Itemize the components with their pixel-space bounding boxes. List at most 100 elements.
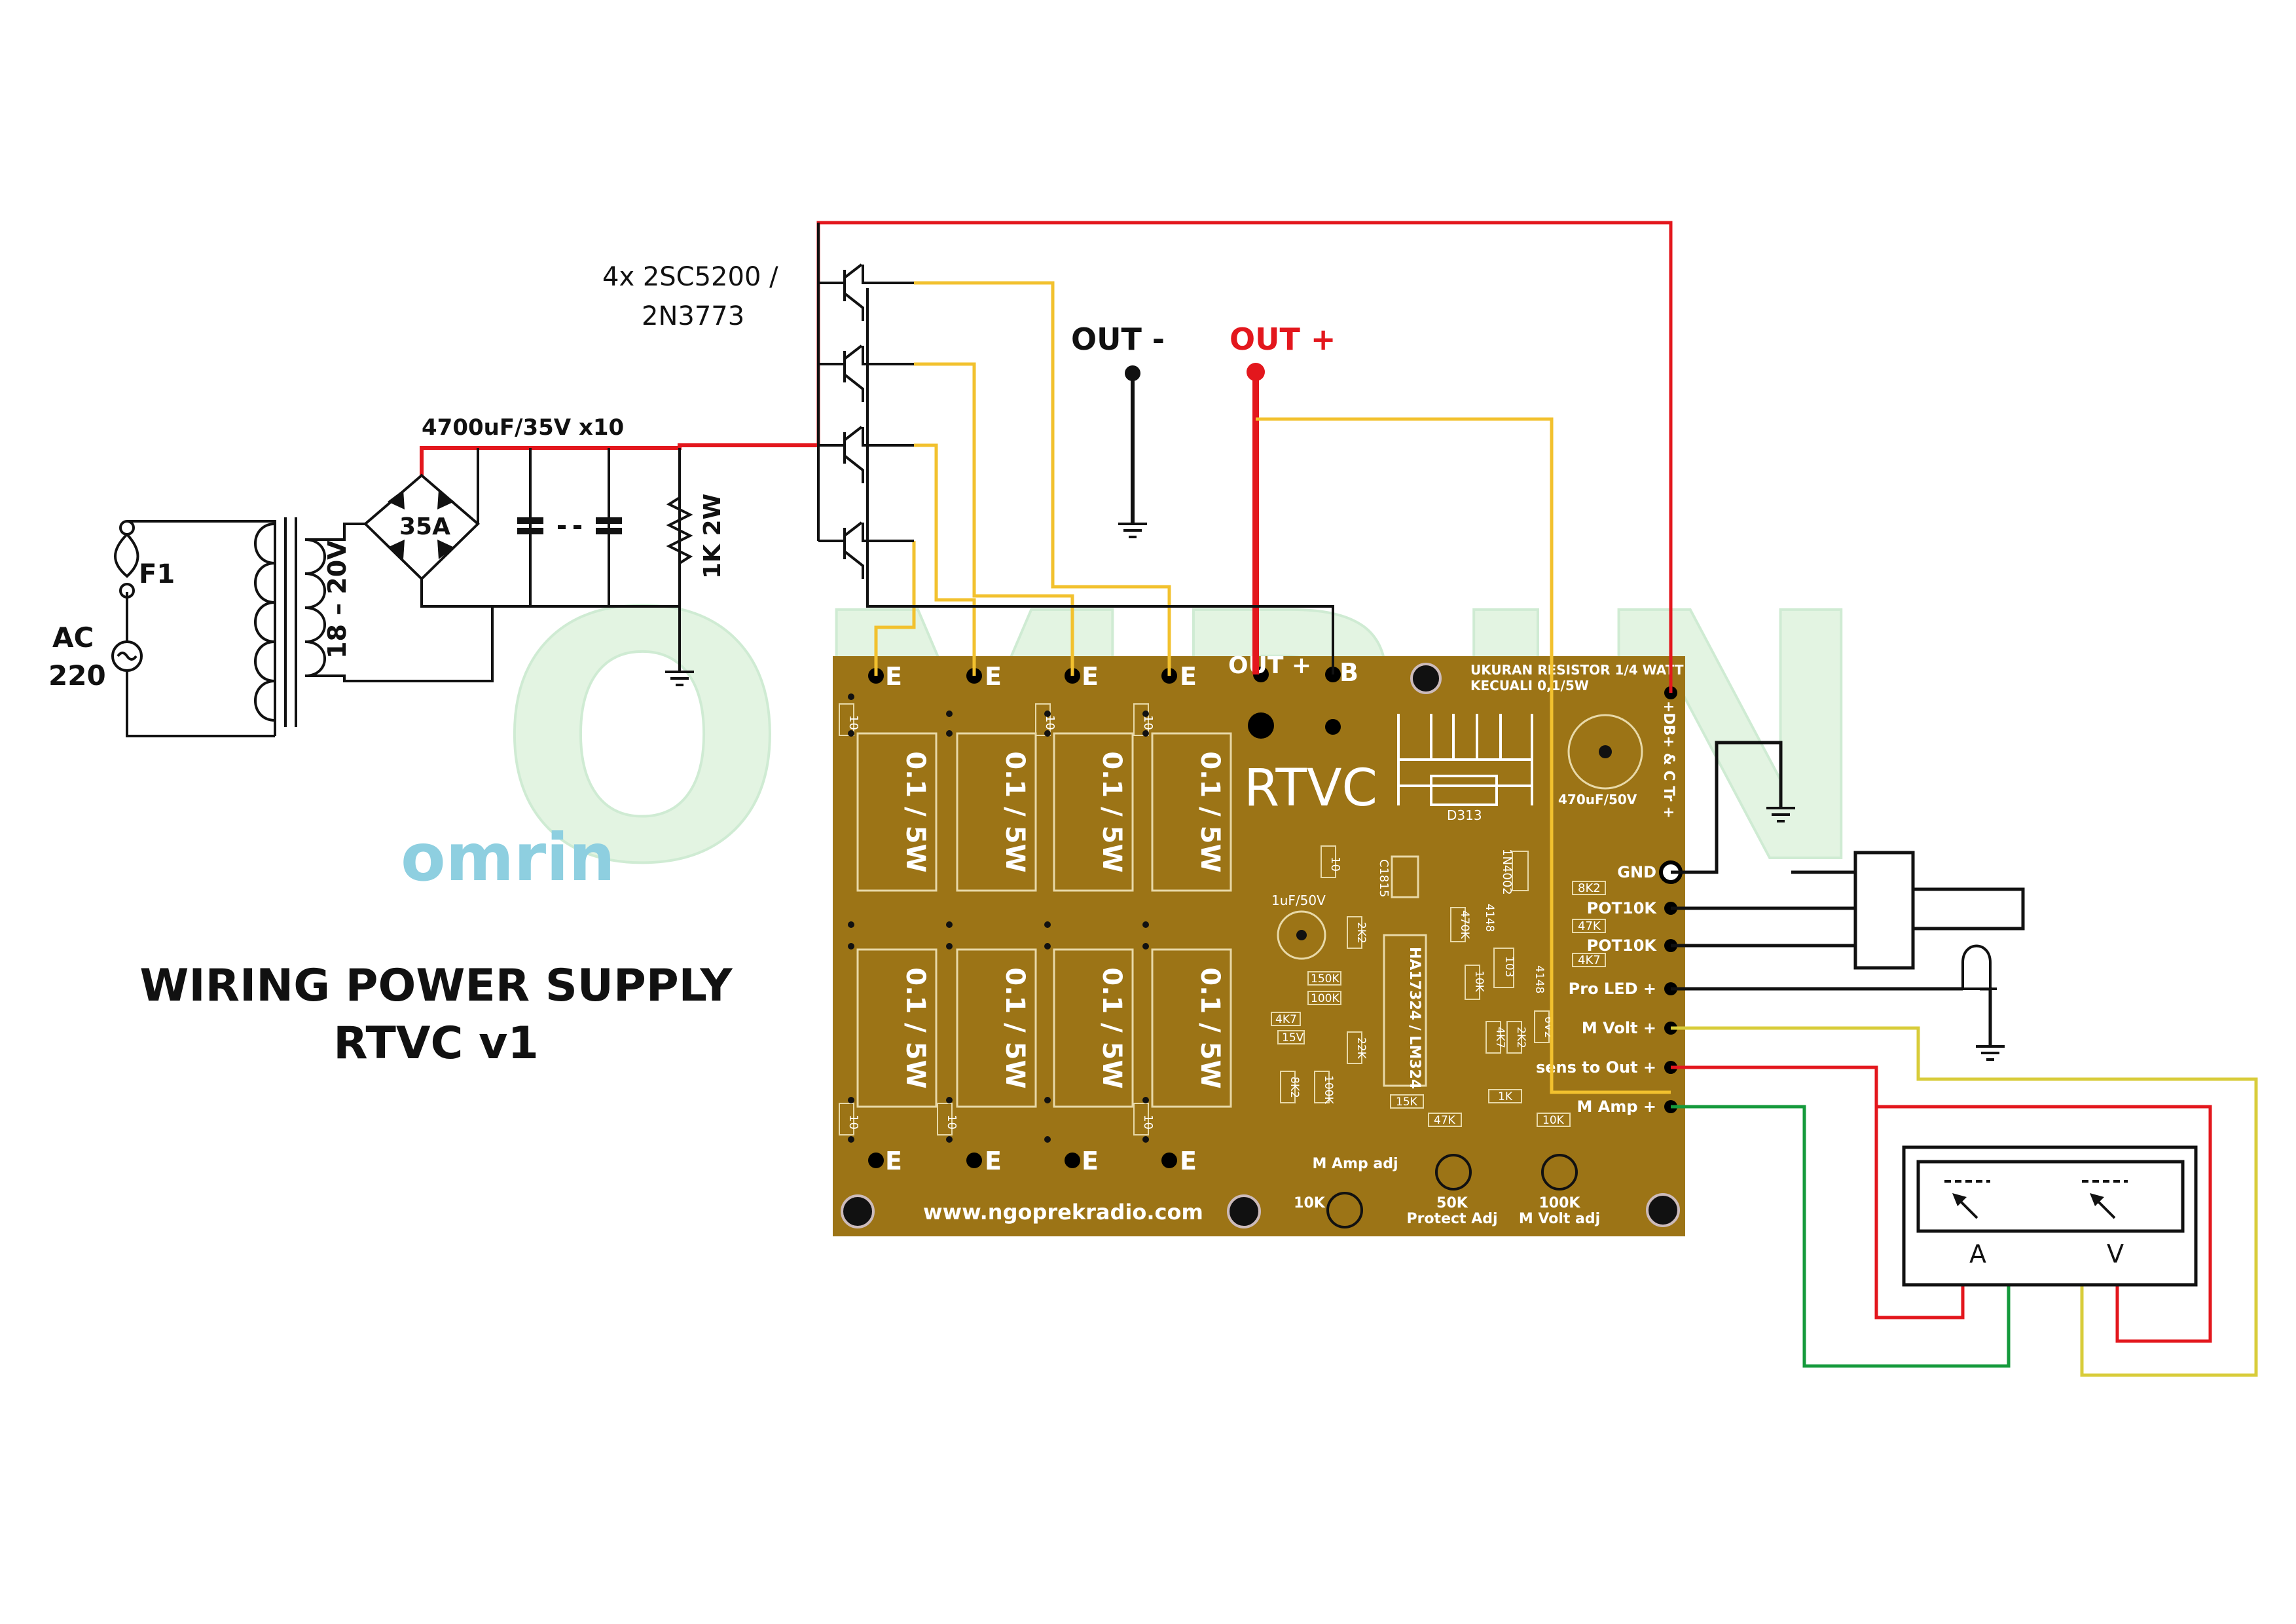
part-22k: 22K: [1355, 1037, 1368, 1060]
pin-resistors: 8K2 47K 4K7: [1572, 881, 1606, 967]
part-8k2: 8K2: [1288, 1077, 1301, 1098]
pin-label-mvolt: M Volt +: [1582, 1019, 1656, 1037]
capacitor-470uf: [1567, 714, 1643, 790]
potentiometer: [1791, 851, 2025, 970]
emitter-label: E: [985, 1147, 1002, 1175]
m-volt-val: 100K: [1539, 1195, 1581, 1211]
sens-wire: [1671, 1065, 2212, 1343]
yellow-emitter-1: [914, 281, 1171, 676]
resistor-label: 1K 2W: [699, 494, 726, 579]
pcb-pads: [848, 693, 1149, 1143]
res-10-label: 10: [1043, 715, 1057, 730]
part-470k: 470K: [1458, 910, 1471, 939]
capacitor-1uf: [1277, 910, 1326, 960]
part-47k: 47K: [1434, 1114, 1456, 1127]
transformer-primary: [254, 523, 276, 722]
transistor: [818, 263, 914, 321]
part-150k: 150K: [1311, 972, 1339, 986]
pcb-board: 0.1 / 5W 0.1 / 5W 0.1 / 5W 0.1 / 5W 0.1 …: [833, 652, 1685, 1236]
shunt-label: 0.1 / 5W: [900, 967, 930, 1088]
transistor: [818, 344, 914, 402]
emitter-label: E: [885, 1147, 902, 1175]
emitter-labels: E E E E E E E E OUT + B: [885, 652, 1358, 1175]
part-2k2: 2K2: [1355, 922, 1368, 944]
trimmers: [1326, 1154, 1578, 1228]
part-10k: 10K: [1472, 970, 1485, 993]
pcb-note-2: KECUALI 0,1/5W: [1470, 678, 1589, 693]
gnd-wire: [1671, 741, 1783, 874]
shunt-resistor: [856, 732, 938, 892]
ac-label-2: 220: [48, 659, 106, 692]
cap-label: 4700uF/35V x10: [422, 415, 624, 441]
header-pins: GND POT10K POT10K Pro LED + M Volt + sen…: [1536, 863, 1657, 1116]
res-10-label: 10: [847, 1115, 860, 1130]
shunt-labels: 0.1 / 5W 0.1 / 5W 0.1 / 5W 0.1 / 5W 0.1 …: [900, 751, 1225, 1088]
meter-volt-label: V: [2107, 1240, 2124, 1268]
shunt-label: 0.1 / 5W: [1097, 751, 1127, 872]
part-4148: 4148: [1483, 904, 1496, 932]
page-title-line-1: WIRING POWER SUPPLY: [139, 960, 733, 1012]
diode-1n4002: [1512, 851, 1529, 891]
trimmer-labels: M Amp adj 10K 50K Protect Adj 100K M Vol…: [1294, 1156, 1600, 1227]
cap-1u-label: 1uF/50V: [1271, 893, 1326, 908]
mount-holes: [841, 1193, 1680, 1228]
mount-hole: [1410, 663, 1442, 694]
panel-meter: [1902, 1145, 2198, 1287]
pin-label-pot2: POT10K: [1587, 936, 1658, 955]
res-10-label: 10: [1141, 1115, 1155, 1130]
schematic-labels: 4x 2SC5200 / 2N3773 4700uF/35V x10 F1 AC…: [48, 262, 1336, 692]
shunt-label: 0.1 / 5W: [1000, 751, 1030, 872]
led-gnd-wire: [1980, 987, 1992, 1046]
emitter-label: E: [1180, 1147, 1197, 1175]
shunt-resistor: [1053, 948, 1134, 1108]
ground-icon: [1766, 807, 2005, 1061]
part-4148-b: 4148: [1533, 965, 1546, 993]
m-volt-label: M Volt adj: [1519, 1211, 1600, 1227]
trimmer-protect: [1435, 1154, 1472, 1190]
shunt-resistor: [1151, 732, 1232, 892]
part-15v: 15V: [1282, 1031, 1304, 1044]
ic-lm324: [1383, 934, 1427, 1087]
yellow-emitter-2: [914, 362, 1074, 676]
page-title-line-2: RTVC v1: [333, 1018, 539, 1069]
part-1k: 1K: [1498, 1090, 1513, 1103]
part-4k7-b: 4K7: [1493, 1027, 1506, 1048]
pin-label-sens: sens to Out +: [1536, 1058, 1656, 1077]
res-10-label: 10: [847, 715, 860, 730]
trimmer-m-amp: [1326, 1192, 1363, 1228]
meter-amp-label: A: [1969, 1240, 1986, 1268]
transistor: [818, 426, 914, 483]
shunt-label: 0.1 / 5W: [1195, 751, 1225, 872]
res-10-label: 10: [945, 1115, 958, 1130]
transformer-label: 18 – 20V: [323, 540, 352, 659]
part-4k7: 4K7: [1275, 1013, 1297, 1026]
power-schematic: [111, 448, 694, 737]
cap-470-label: 470uF/50V: [1558, 792, 1637, 807]
trimmer-m-volt: [1541, 1154, 1578, 1190]
watermark-text: omrin: [401, 819, 615, 896]
transistor-label-1: 4x 2SC5200 /: [602, 262, 778, 292]
shunt-resistor: [956, 732, 1037, 892]
pcb-title: RTVC: [1244, 759, 1377, 818]
bridge-diodes: [388, 490, 454, 559]
shunt-resistor: [856, 948, 938, 1108]
red-dc-rail: [420, 443, 818, 475]
pin-resistor-label: 8K2: [1578, 881, 1601, 895]
shunt-resistor: [956, 948, 1037, 1108]
meter-a-red-wire: [1874, 1107, 1965, 1320]
bridge-label: 35A: [399, 513, 450, 540]
led-icon: [1958, 944, 1997, 990]
fuse-label: F1: [139, 559, 175, 589]
transistor: [818, 521, 914, 579]
shunt-label: 0.1 / 5W: [1195, 967, 1225, 1088]
part-100k-b: 100K: [1322, 1075, 1335, 1104]
meter-arrows: [1952, 1193, 2104, 1206]
wires: [420, 221, 2258, 1377]
out-plus-label: OUT +: [1230, 322, 1336, 357]
m-amp-label: M Amp adj: [1312, 1156, 1398, 1172]
pin-label-led: Pro LED +: [1569, 980, 1656, 998]
out-minus-label: OUT -: [1071, 322, 1165, 357]
yellow-sense-wire: [1256, 417, 1671, 1094]
emitter-label: E: [1082, 662, 1099, 691]
